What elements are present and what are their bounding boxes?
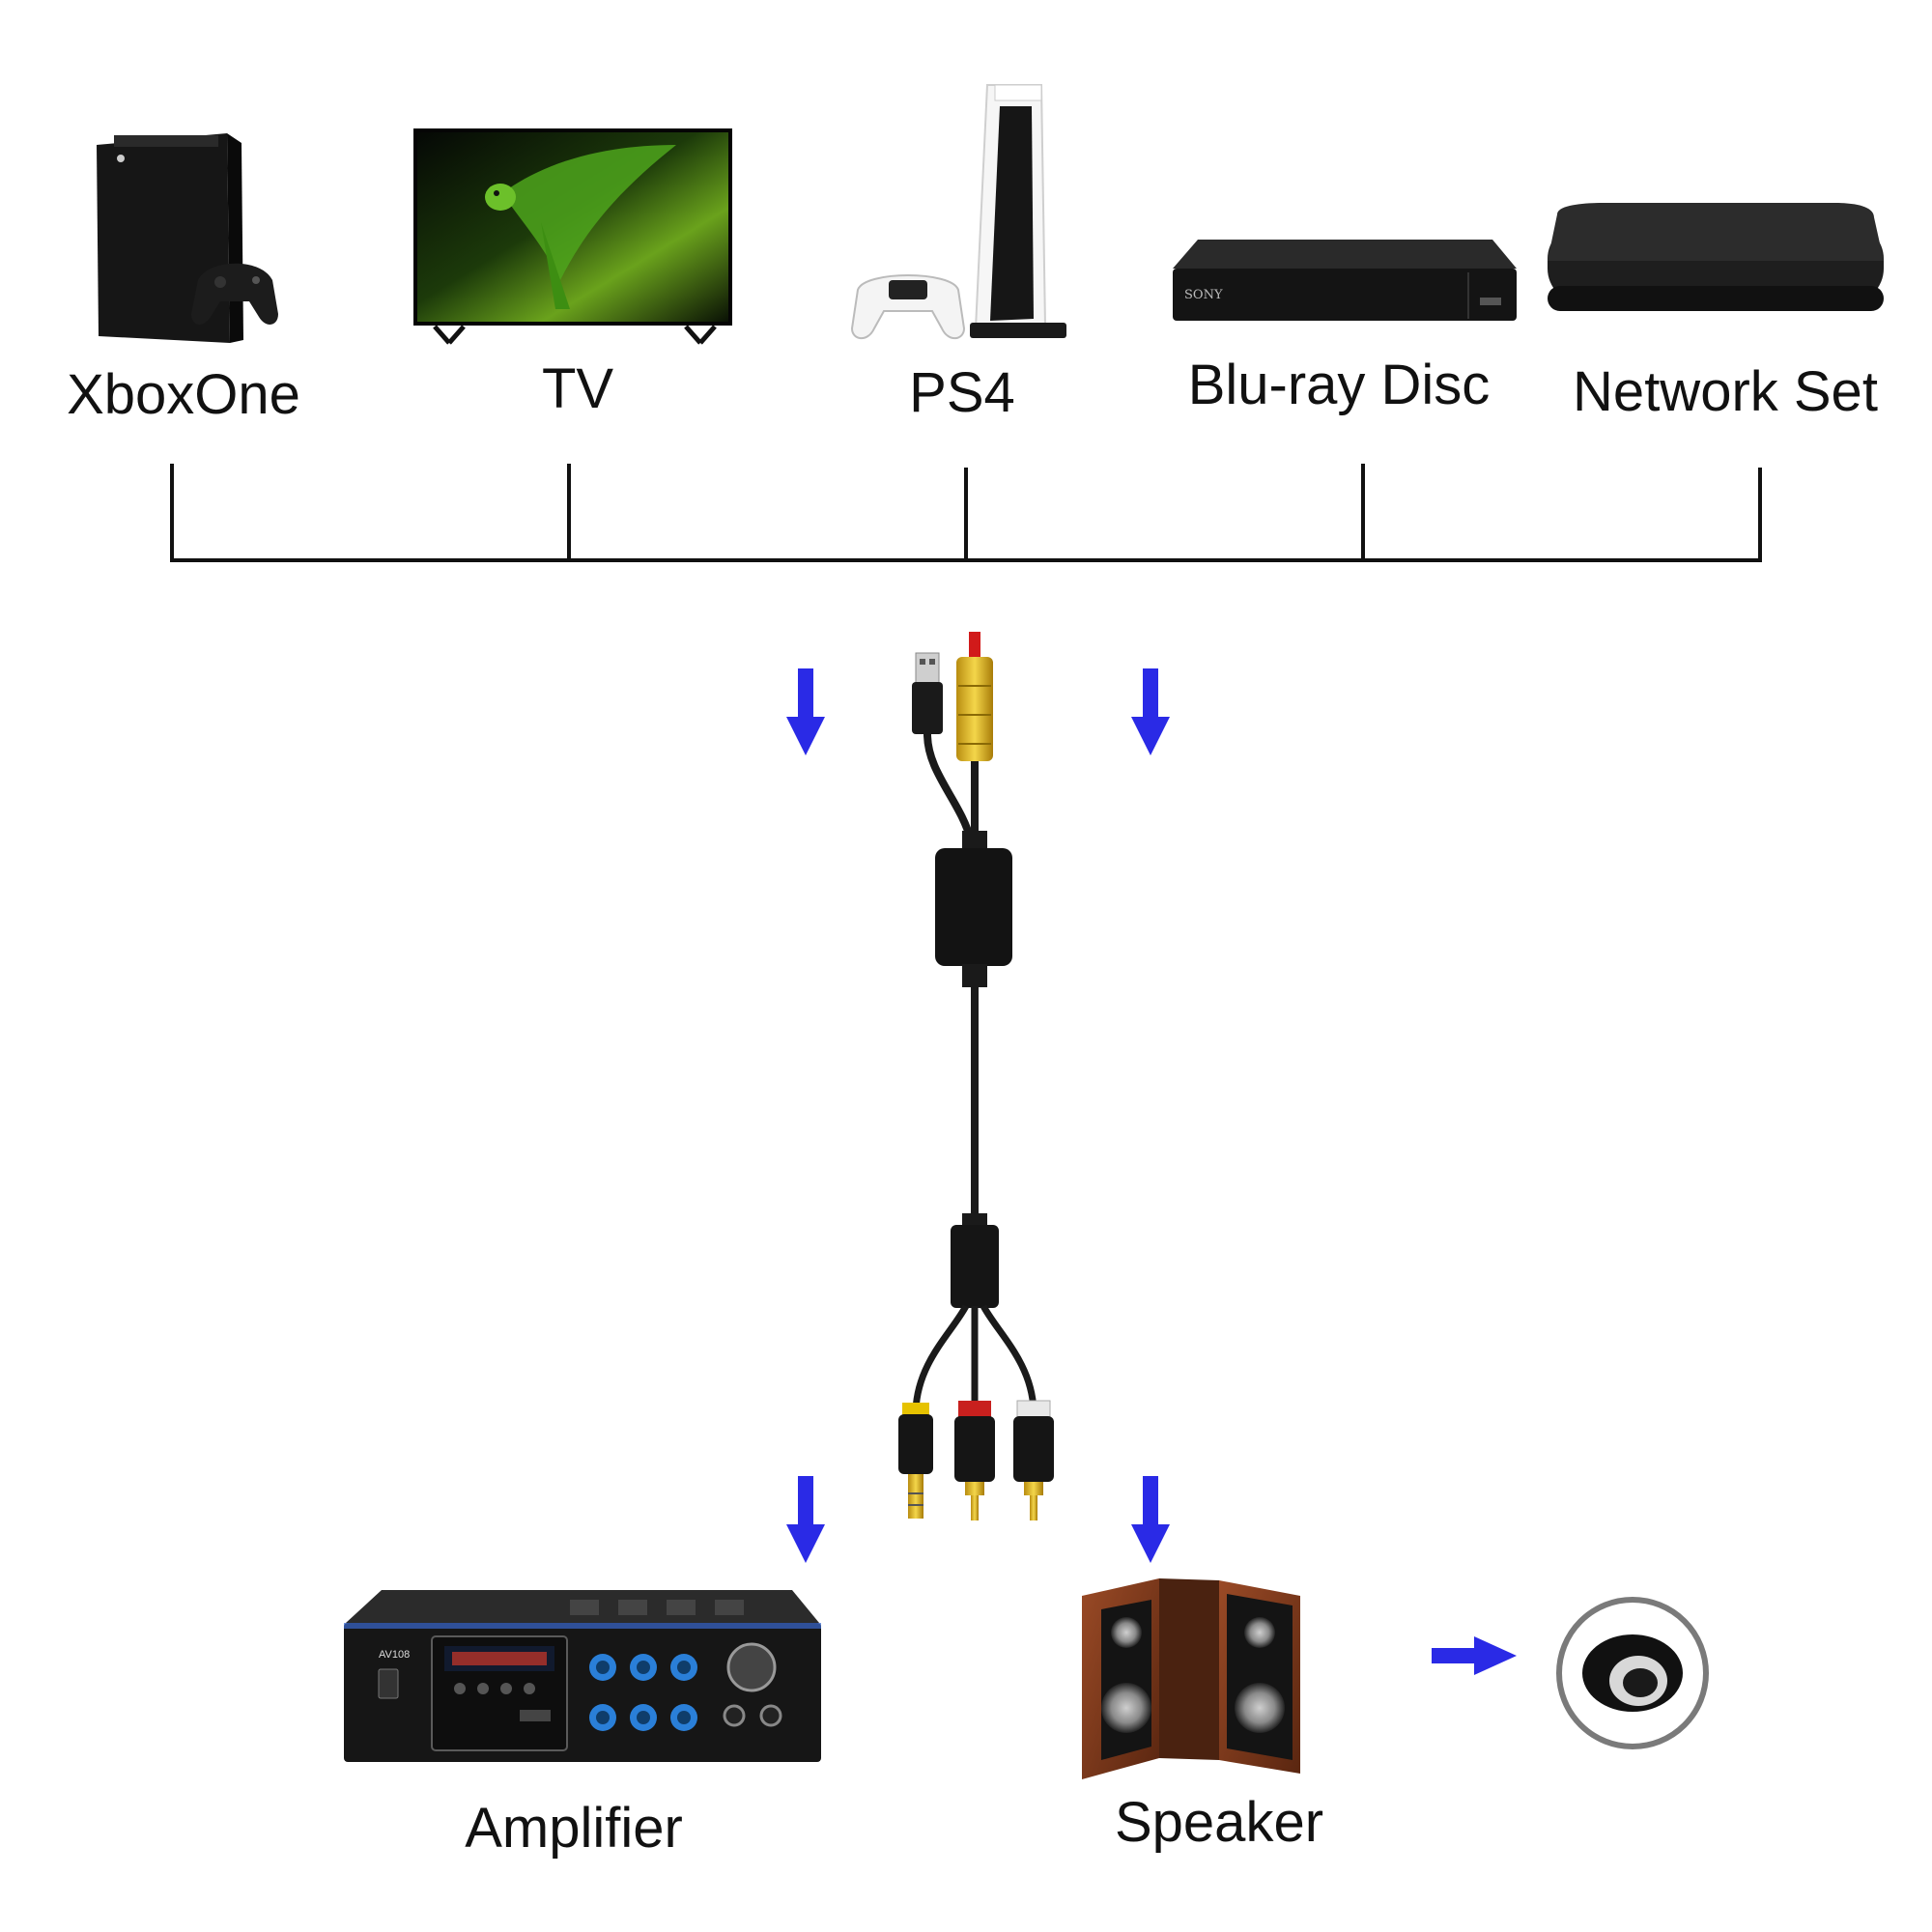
xbox-console-icon (97, 133, 278, 343)
speaker-icon (1082, 1578, 1300, 1779)
source-label-tv: TV (542, 357, 613, 420)
bluray-brand: SONY (1184, 288, 1223, 302)
playstation-icon (850, 84, 1066, 340)
port-closeup-icon (1556, 1597, 1709, 1749)
source-label-bluray: Blu-ray Disc (1188, 354, 1491, 416)
output-label-amplifier: Amplifier (465, 1797, 683, 1860)
arrow-down-icon (786, 1476, 825, 1563)
source-label-ps: PS4 (909, 361, 1015, 424)
arrow-down-icon (1131, 668, 1170, 755)
bluray-player-icon: SONY (1173, 240, 1517, 321)
arrow-right-icon (1432, 1636, 1517, 1675)
amplifier-model: AV108 (379, 1649, 410, 1661)
network-box-icon (1548, 203, 1884, 311)
source-label-xbox: XboxOne (67, 363, 300, 426)
source-bracket (170, 464, 1762, 562)
amplifier-icon: AV108 (344, 1590, 821, 1762)
arrow-down-icon (1131, 1476, 1170, 1563)
source-label-network: Network Set (1573, 360, 1878, 423)
tv-icon (413, 128, 732, 345)
output-label-speaker: Speaker (1115, 1791, 1323, 1854)
cable-icon (898, 632, 1054, 1520)
arrow-down-icon (786, 668, 825, 755)
